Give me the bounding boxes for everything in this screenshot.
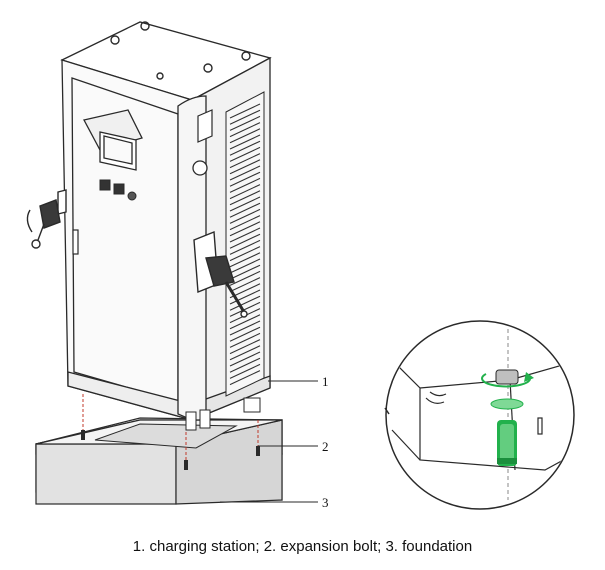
- bolt-heads: [81, 430, 260, 470]
- vent-slat: [229, 227, 261, 243]
- vent-slat: [229, 351, 261, 367]
- vent-slat: [229, 252, 261, 268]
- callout-leaders: [220, 380, 318, 503]
- side-ventilation-grille: [225, 91, 265, 397]
- vent-slat: [229, 208, 261, 224]
- vent-slat: [229, 109, 261, 125]
- vent-slat: [229, 171, 261, 187]
- lifting-eyes: [110, 21, 251, 80]
- vent-slat: [229, 140, 261, 156]
- vent-slat: [229, 270, 261, 286]
- charging-station-diagram: 1 2 3: [26, 21, 575, 510]
- callout-number-3: 3: [322, 495, 329, 510]
- expansion-bolts: [82, 394, 259, 462]
- side-indicator-window: [197, 109, 213, 143]
- expansion-bolt-detail: [481, 369, 534, 466]
- vent-slat: [229, 202, 261, 218]
- vent-slat: [229, 215, 261, 231]
- vent-slat: [229, 184, 261, 200]
- vent-slat: [229, 115, 261, 131]
- callout-number-1: 1: [322, 374, 329, 389]
- vent-slat: [229, 370, 261, 386]
- vent-slat: [229, 264, 261, 280]
- vent-slat: [229, 363, 261, 379]
- vent-slat: [229, 289, 261, 305]
- vent-slat: [229, 159, 261, 175]
- vent-slat: [229, 233, 261, 249]
- pedestal-base: [94, 423, 238, 449]
- callout-number-2: 2: [322, 439, 329, 454]
- vent-slat: [229, 357, 261, 373]
- vent-slat: [229, 301, 261, 317]
- right-charging-connector: [193, 230, 248, 318]
- vent-slat: [229, 320, 261, 336]
- vent-slat: [229, 190, 261, 206]
- vent-slat: [229, 295, 261, 311]
- display-screen: [83, 109, 143, 171]
- vent-slat: [229, 314, 261, 330]
- vent-slat: [229, 239, 261, 255]
- figure-caption: 1. charging station; 2. expansion bolt; …: [132, 538, 473, 555]
- left-charging-connector: [26, 189, 67, 249]
- vent-slat: [229, 177, 261, 193]
- vent-slat: [229, 332, 261, 348]
- vent-slat: [229, 246, 261, 262]
- vent-slat: [229, 345, 261, 361]
- bottom-cable-ports: [185, 397, 261, 431]
- vent-slat: [229, 153, 261, 169]
- vent-slat: [229, 165, 261, 181]
- vent-slat: [229, 277, 261, 293]
- detail-magnifier: [384, 320, 575, 510]
- vent-slat: [229, 103, 261, 119]
- vent-slat: [229, 258, 261, 274]
- door-handle: [72, 229, 79, 255]
- vent-slat: [229, 221, 261, 237]
- vent-slat: [229, 339, 261, 355]
- side-emergency-button: [192, 160, 208, 176]
- vent-slat: [229, 326, 261, 342]
- vent-slat: [229, 128, 261, 144]
- vent-slat: [229, 146, 261, 162]
- vent-slat: [229, 196, 261, 212]
- vent-slat: [229, 134, 261, 150]
- vent-slat: [229, 122, 261, 138]
- control-buttons: [99, 179, 137, 201]
